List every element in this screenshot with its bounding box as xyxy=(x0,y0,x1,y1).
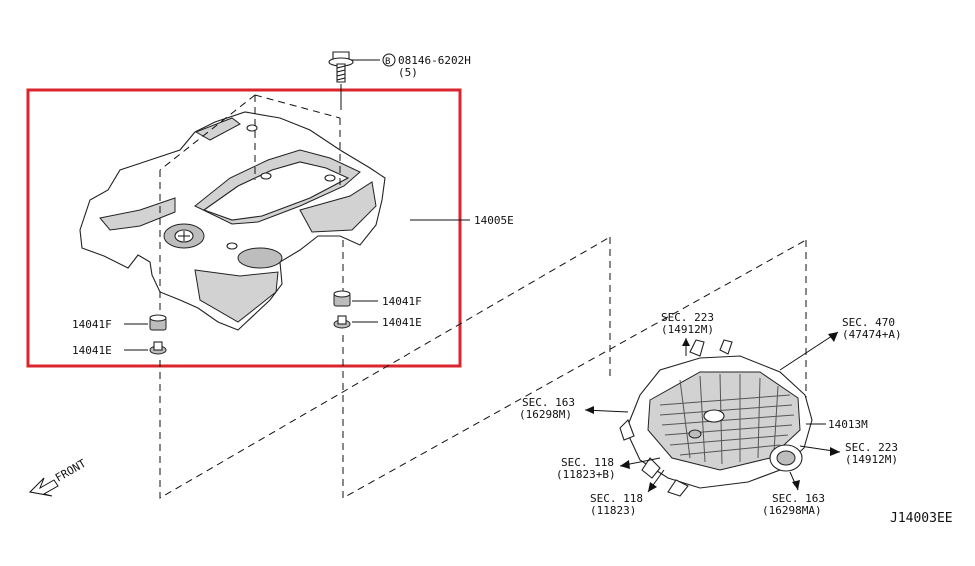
washer-right-icon xyxy=(333,315,351,329)
grommet-right-label: 14041F xyxy=(382,295,422,308)
bolt-part-number: 08146-6202H xyxy=(398,54,471,67)
sec163-bottom-label: SEC. 163 xyxy=(772,492,825,505)
sec223-top-label: SEC. 223 xyxy=(661,311,714,324)
sec163-left-part: (16298M) xyxy=(519,408,572,421)
cover-part-number: 14005E xyxy=(474,214,514,227)
engine-cover xyxy=(79,94,386,331)
sec470-part: (47474+A) xyxy=(842,328,902,341)
grommet-right-icon xyxy=(333,290,351,307)
manifold-part-number: 14013M xyxy=(828,418,868,431)
arrow-icon xyxy=(648,482,657,492)
diagram-id: J14003EE xyxy=(890,511,953,526)
grommet-left-icon xyxy=(149,314,167,331)
sec118c-label: SEC. 118 xyxy=(590,492,643,505)
arrow-icon xyxy=(792,480,800,490)
arrow-icon xyxy=(682,338,690,346)
svg-text:B: B xyxy=(385,57,390,67)
washer-right-label: 14041E xyxy=(382,316,422,329)
grommet-left-label: 14041F xyxy=(72,318,112,331)
highlight-frame xyxy=(26,88,462,368)
sec163-left-label: SEC. 163 xyxy=(522,396,575,409)
sec223-right-part: (14912M) xyxy=(845,453,898,466)
sec118-label: SEC. 118 xyxy=(561,456,614,469)
throttle-flange-icon xyxy=(769,444,803,472)
arrow-icon xyxy=(620,460,630,469)
arrow-icon xyxy=(830,447,840,456)
sec223-right-label: SEC. 223 xyxy=(845,441,898,454)
washer-left-icon xyxy=(149,341,167,355)
sec163-bottom-part: (16298MA) xyxy=(762,504,822,517)
front-label: FRONT xyxy=(53,457,89,485)
bolt-marker-icon: B xyxy=(382,53,396,67)
sec118-part: (11823+B) xyxy=(556,468,616,481)
arrow-icon xyxy=(828,332,838,342)
arrow-icon xyxy=(585,406,594,414)
sec118c-part: (11823) xyxy=(590,504,636,517)
intake-manifold xyxy=(619,339,813,497)
sec223-top-part: (14912M) xyxy=(661,323,714,336)
sec470-label: SEC. 470 xyxy=(842,316,895,329)
bolt-quantity: (5) xyxy=(398,66,418,79)
bolt-icon xyxy=(328,51,354,83)
front-arrow-icon xyxy=(28,477,59,497)
washer-left-label: 14041E xyxy=(72,344,112,357)
